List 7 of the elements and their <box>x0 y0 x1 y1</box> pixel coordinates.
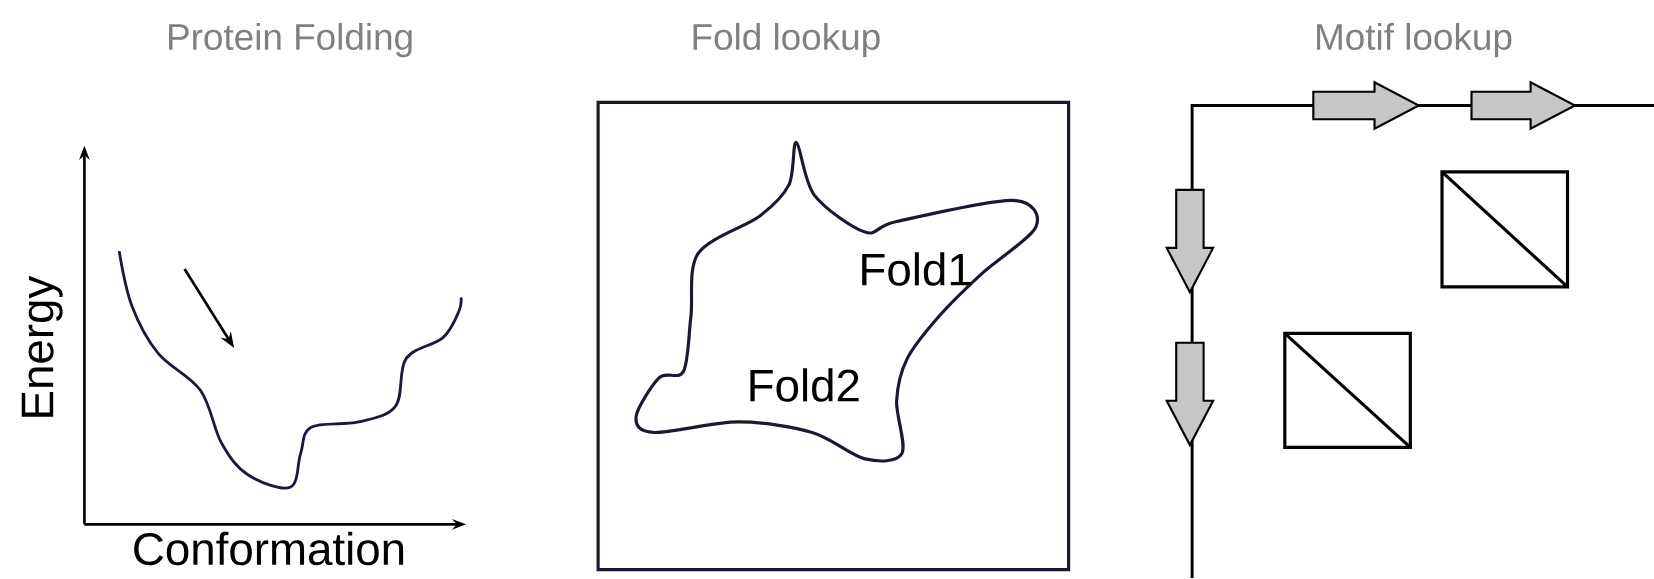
panel-title: Protein Folding <box>169 22 412 58</box>
axis-label: Conformation <box>134 531 404 566</box>
fold-label: Fold1 <box>862 252 971 286</box>
axis-label: Energy <box>21 275 63 417</box>
panel-title: Motif lookup <box>1317 22 1512 58</box>
panel-title: Fold lookup <box>693 22 880 58</box>
fold-label: Fold2 <box>750 368 859 402</box>
